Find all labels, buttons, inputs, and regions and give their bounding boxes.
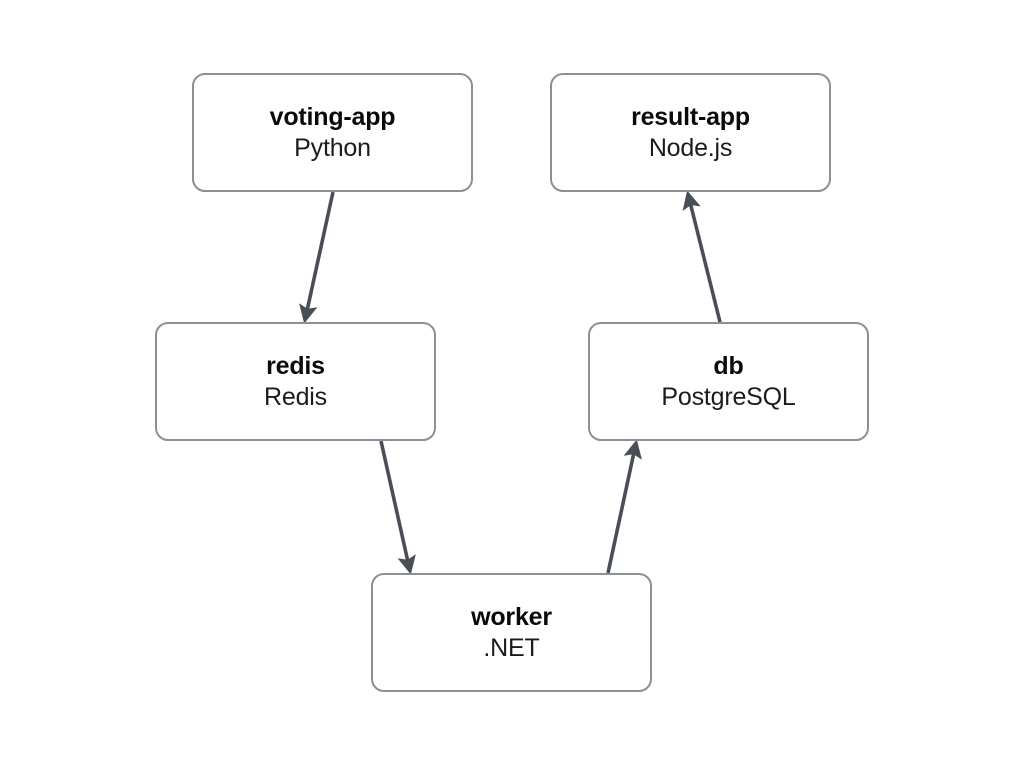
- node-worker[interactable]: worker .NET: [371, 573, 652, 692]
- node-result-app[interactable]: result-app Node.js: [550, 73, 831, 192]
- node-voting-app[interactable]: voting-app Python: [192, 73, 473, 192]
- edge-worker-to-db: [606, 439, 642, 574]
- node-subtitle: PostgreSQL: [661, 382, 796, 411]
- node-subtitle: Redis: [264, 382, 327, 411]
- node-redis[interactable]: redis Redis: [155, 322, 436, 441]
- edge-voting-app-to-redis: [299, 191, 335, 324]
- edge-db-to-result-app: [682, 190, 722, 323]
- node-db[interactable]: db PostgreSQL: [588, 322, 869, 441]
- node-subtitle: .NET: [483, 633, 540, 662]
- node-title: voting-app: [269, 103, 396, 131]
- node-title: result-app: [631, 103, 750, 131]
- node-subtitle: Python: [294, 133, 371, 162]
- node-title: db: [713, 352, 744, 380]
- edge-redis-to-worker: [379, 440, 416, 575]
- node-title: worker: [471, 603, 552, 631]
- node-title: redis: [266, 352, 325, 380]
- node-subtitle: Node.js: [648, 133, 733, 162]
